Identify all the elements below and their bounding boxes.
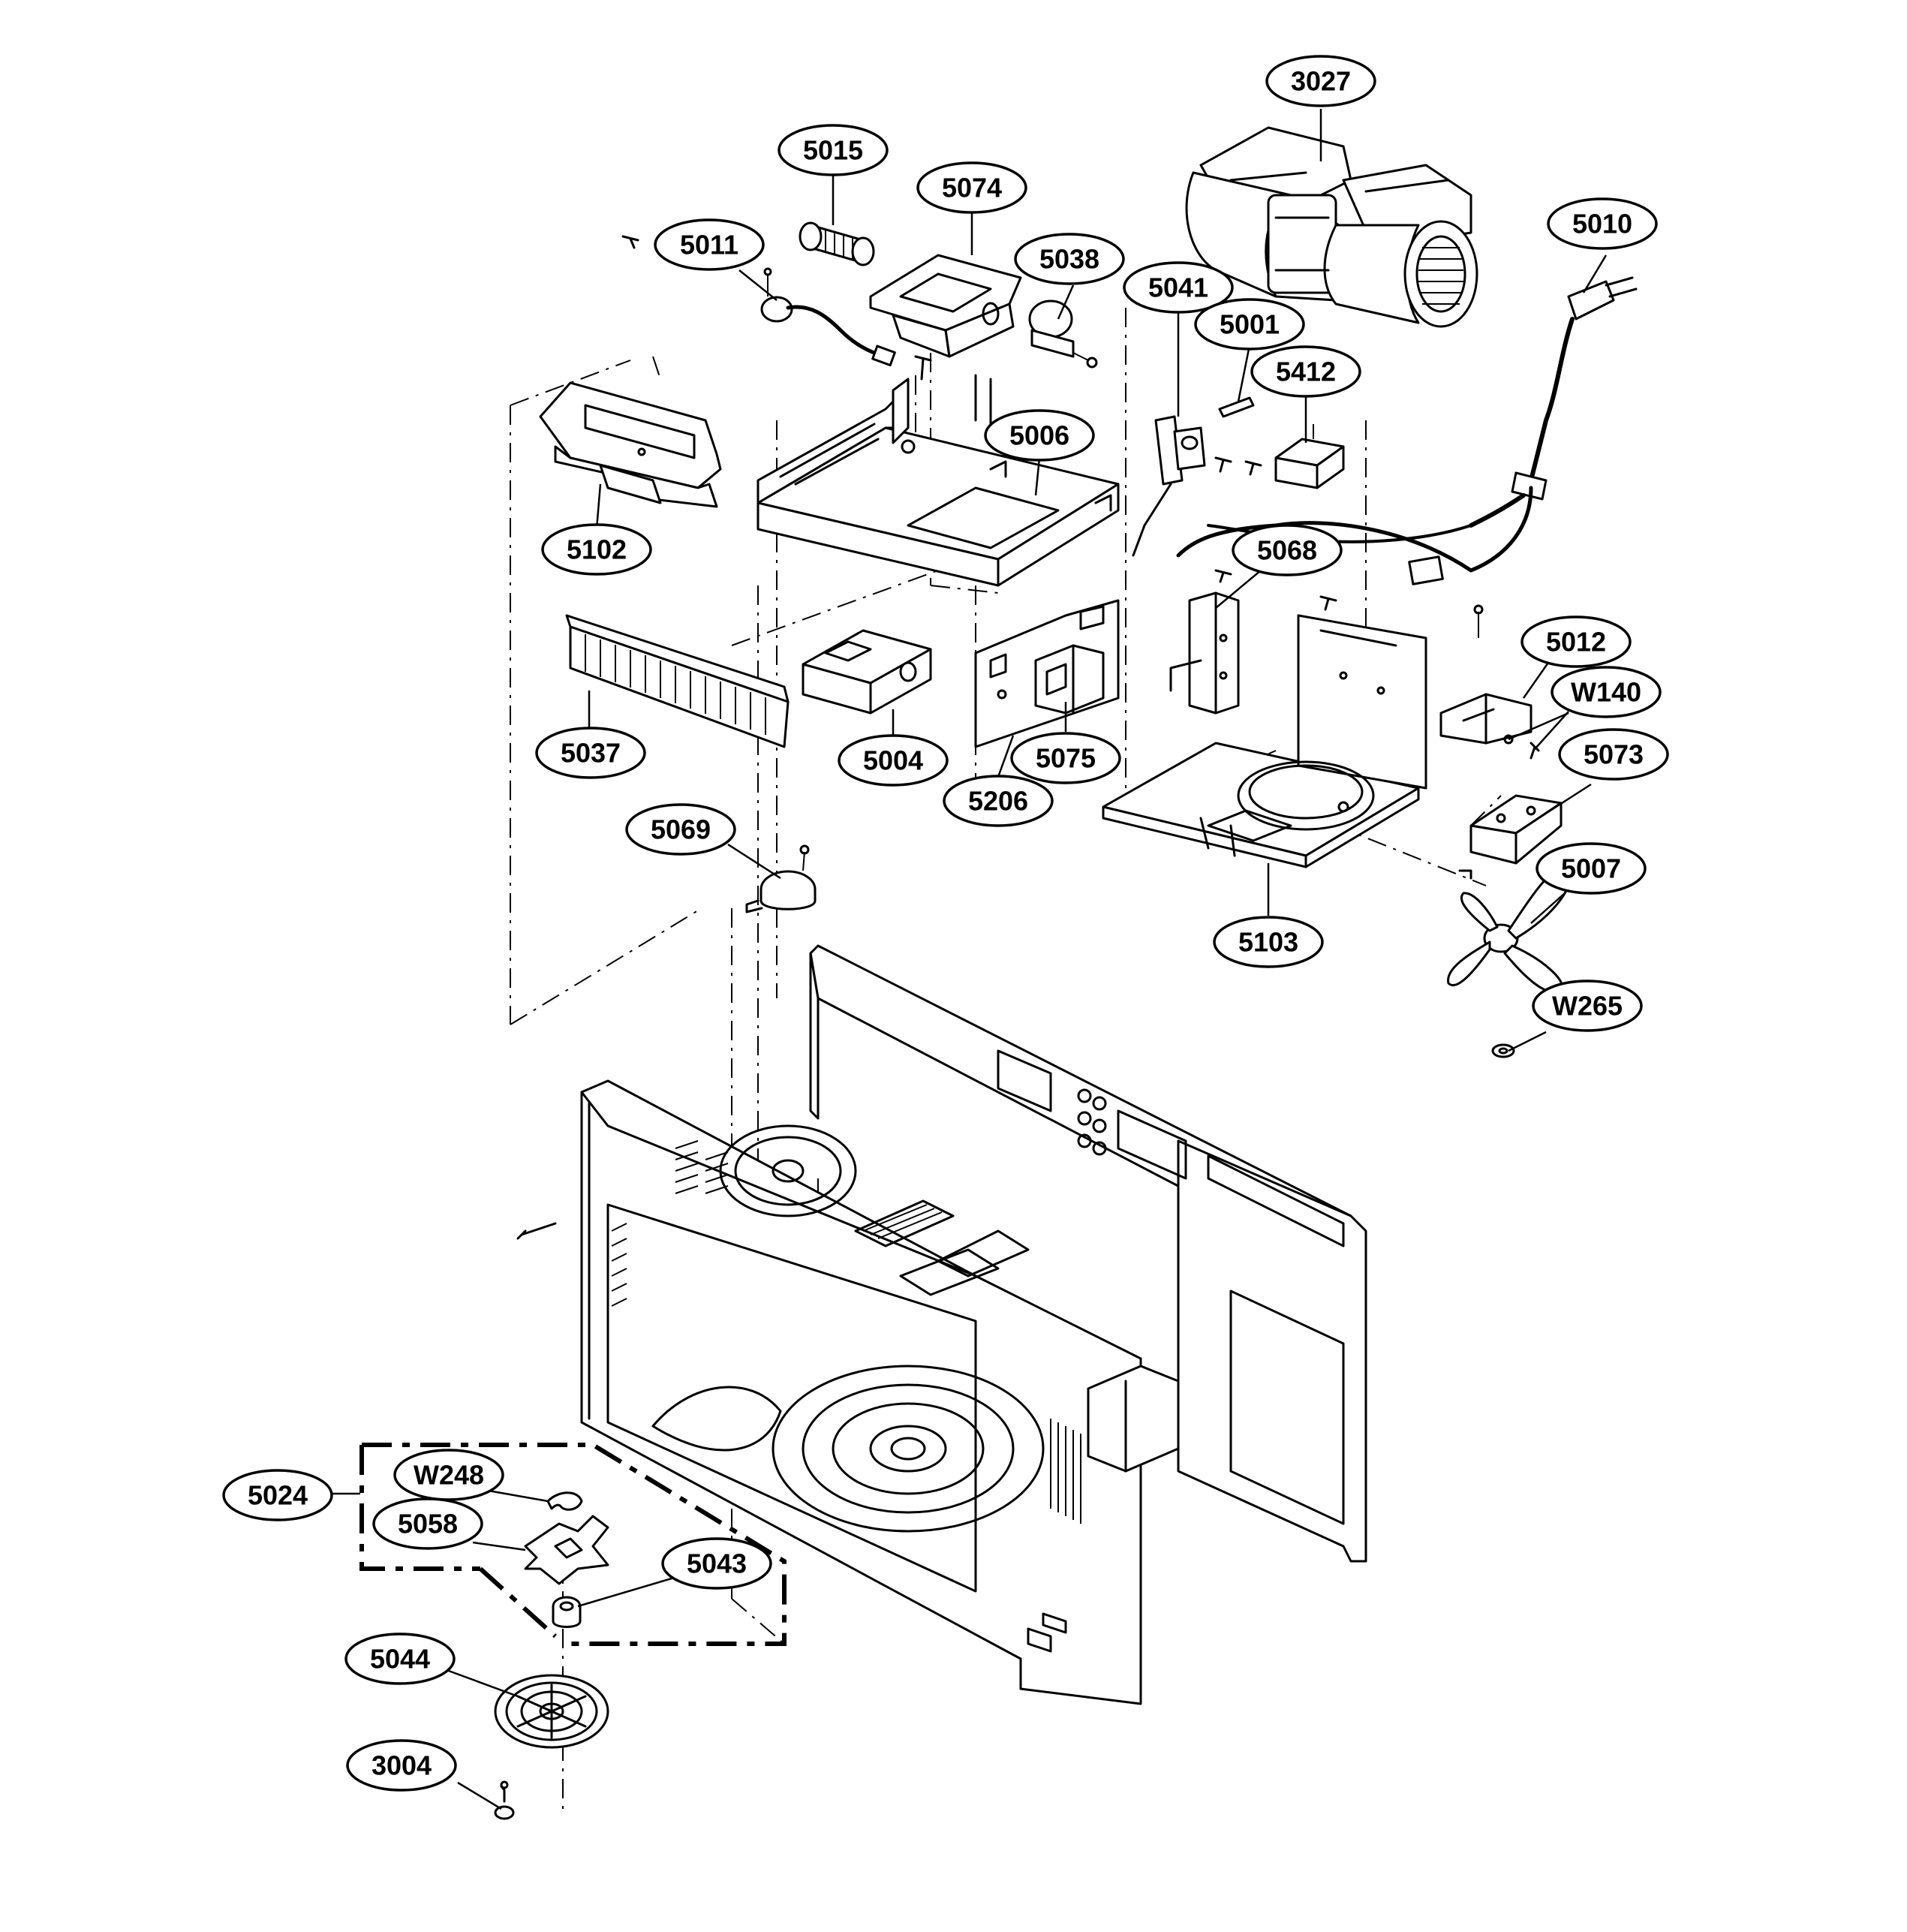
callout-5024: 5024 <box>222 1469 333 1521</box>
callout-label: 5102 <box>567 534 627 565</box>
callout-5041: 5041 <box>1123 261 1234 314</box>
callout-label: 5073 <box>1584 739 1644 770</box>
callout-5058: 5058 <box>372 1497 483 1550</box>
fan-blade-5007 <box>1447 868 1572 994</box>
callout-5012: 5012 <box>1520 615 1632 668</box>
callout-label: 5010 <box>1572 209 1632 239</box>
roller-3004 <box>494 1780 515 1820</box>
callout-5103: 5103 <box>1213 916 1324 968</box>
callout-label: 5069 <box>651 814 711 845</box>
callout-label: 5043 <box>687 1548 747 1579</box>
callout-label: 5007 <box>1561 853 1621 884</box>
callout-5043: 5043 <box>661 1537 772 1590</box>
stirrer-motor-5069 <box>745 844 817 913</box>
switch-part-5038 <box>1028 299 1098 369</box>
callout-5037: 5037 <box>535 727 646 779</box>
top-bracket-5006 <box>756 374 1120 587</box>
callout-W248: W248 <box>393 1449 504 1501</box>
callout-label: 3027 <box>1291 66 1351 97</box>
pin-5001 <box>1218 396 1255 418</box>
callout-5069: 5069 <box>625 803 736 856</box>
turntable-ring-5044 <box>494 1674 609 1749</box>
callout-5010: 5010 <box>1547 197 1658 250</box>
side-bracket-5068 <box>1169 591 1240 715</box>
callout-label: 5074 <box>942 173 1002 203</box>
callout-label: 5038 <box>1039 244 1099 275</box>
callout-label: 5004 <box>863 745 923 776</box>
callout-5004: 5004 <box>838 734 949 787</box>
callout-5011: 5011 <box>654 218 765 271</box>
coupler-5043 <box>552 1596 582 1628</box>
oven-cavity-frame <box>516 944 1367 1705</box>
mounting-bracket-5073 <box>1458 794 1563 880</box>
callout-label: 5001 <box>1220 309 1280 340</box>
callout-label: 5058 <box>398 1509 458 1539</box>
callout-5068: 5068 <box>1232 524 1343 576</box>
callout-5038: 5038 <box>1014 233 1125 285</box>
callout-label: 5024 <box>248 1480 308 1511</box>
washer-W265 <box>1491 1043 1515 1058</box>
latch-bracket-5041 <box>1132 415 1206 557</box>
callout-5073: 5073 <box>1558 728 1669 781</box>
callout-5075: 5075 <box>1010 732 1121 784</box>
callout-5001: 5001 <box>1194 298 1305 351</box>
callout-label: W248 <box>414 1460 484 1491</box>
callout-5044: 5044 <box>344 1633 456 1685</box>
blower-assembly-3027 <box>1185 126 1478 328</box>
sensor-wire-5011 <box>760 267 896 367</box>
callout-label: 5075 <box>1036 743 1096 774</box>
relay-block-5075 <box>1034 644 1105 715</box>
bracket-5074 <box>869 254 1022 358</box>
callout-label: 5412 <box>1276 357 1336 387</box>
callout-W140: W140 <box>1551 666 1662 718</box>
callout-5074: 5074 <box>916 161 1027 214</box>
clip-W248 <box>546 1491 583 1511</box>
callout-5007: 5007 <box>1536 842 1647 895</box>
callout-label: 5015 <box>803 135 863 166</box>
grease-filter-5037 <box>565 614 790 748</box>
callout-label: W265 <box>1552 991 1623 1022</box>
callout-3004: 3004 <box>346 1739 457 1792</box>
callout-5102: 5102 <box>541 523 652 576</box>
screw-W140 <box>1530 742 1540 760</box>
callout-5006: 5006 <box>984 409 1095 462</box>
power-cord-5010 <box>1176 276 1638 585</box>
callout-label: 5041 <box>1148 272 1208 303</box>
callout-label: 5006 <box>1009 420 1069 451</box>
callout-label: 3004 <box>371 1750 432 1781</box>
callout-label: 5011 <box>680 230 738 260</box>
fuse-box-5412 <box>1274 424 1345 489</box>
callout-label: 5103 <box>1238 927 1298 958</box>
callout-label: 5206 <box>968 786 1028 817</box>
motor-bracket-5012 <box>1439 604 1533 745</box>
callout-label: 5037 <box>561 738 621 769</box>
callout-W265: W265 <box>1532 980 1643 1032</box>
callout-5015: 5015 <box>778 124 889 176</box>
callout-label: 5044 <box>370 1644 430 1675</box>
duct-housing-5102 <box>539 381 722 508</box>
callout-label: W140 <box>1571 677 1641 708</box>
roller-guide-5058 <box>524 1515 609 1585</box>
callout-label: 5012 <box>1546 627 1606 658</box>
base-plate-5103 <box>1102 614 1427 868</box>
cylinder-part-5015 <box>799 221 875 266</box>
callout-5206: 5206 <box>943 775 1054 827</box>
callouts: 3027 5015 5074 5011 5038 5010 5041 5001 <box>222 55 1669 1792</box>
callout-3027: 3027 <box>1265 55 1376 107</box>
control-box-5004 <box>802 629 932 715</box>
turntable-group-outline-5024 <box>359 1443 787 1646</box>
callout-5412: 5412 <box>1250 345 1361 398</box>
callout-label: 5068 <box>1257 535 1317 566</box>
